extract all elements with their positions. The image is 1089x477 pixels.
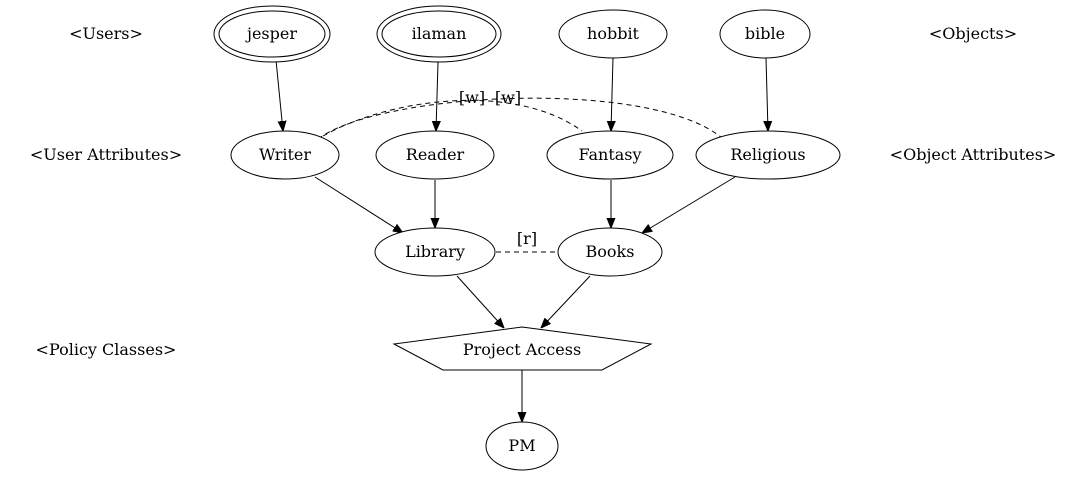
layer-label-policy-classes: <Policy Classes> bbox=[36, 340, 177, 359]
object-attribute-node-fantasy: Fantasy bbox=[546, 130, 674, 180]
object-node-hobbit: hobbit bbox=[558, 9, 668, 59]
user-node-jesper-label: jesper bbox=[245, 24, 297, 43]
edge-hobbit-fantasy bbox=[611, 57, 613, 131]
user-node-jesper: jesper bbox=[213, 5, 331, 63]
object-attribute-node-books: Books bbox=[557, 227, 663, 277]
edge-jesper-writer bbox=[275, 59, 283, 131]
edge-books-project-access bbox=[541, 275, 591, 328]
association-label-library-books: [r] bbox=[517, 229, 537, 248]
user-attribute-node-writer: Writer bbox=[230, 130, 340, 180]
association-label-writer-fantasy: [w] bbox=[495, 88, 521, 107]
layer-label-object-attributes: <Object Attributes> bbox=[890, 145, 1057, 164]
object-attribute-node-fantasy-label: Fantasy bbox=[578, 145, 641, 164]
association-edge-writer-fantasy bbox=[322, 100, 583, 137]
user-attribute-node-writer-label: Writer bbox=[259, 145, 311, 164]
object-node-bible-label: bible bbox=[745, 24, 785, 43]
user-node-ilaman: ilaman bbox=[376, 5, 502, 63]
object-attribute-node-books-label: Books bbox=[586, 242, 635, 261]
user-node-ilaman-label: ilaman bbox=[412, 24, 467, 43]
object-node-hobbit-label: hobbit bbox=[587, 24, 640, 43]
object-attribute-node-religious: Religious bbox=[695, 130, 841, 180]
pm-node-label: PM bbox=[508, 436, 535, 455]
edge-writer-library bbox=[314, 176, 403, 233]
object-attribute-node-religious-label: Religious bbox=[730, 145, 805, 164]
user-attribute-node-library: Library bbox=[374, 227, 496, 277]
layer-label-users: <Users> bbox=[69, 24, 143, 43]
user-attribute-node-reader-label: Reader bbox=[406, 145, 465, 164]
policy-class-node-project-access-label: Project Access bbox=[463, 340, 581, 359]
user-attribute-node-reader: Reader bbox=[375, 130, 495, 180]
pm-node: PM bbox=[485, 421, 559, 471]
layer-label-objects: <Objects> bbox=[929, 24, 1017, 43]
edge-ilaman-reader bbox=[436, 61, 438, 131]
object-node-bible: bible bbox=[719, 9, 811, 59]
association-edge-writer-religious bbox=[317, 97, 723, 140]
edge-bible-religious bbox=[766, 57, 768, 131]
layer-label-user-attributes: <User Attributes> bbox=[30, 145, 182, 164]
edge-library-project-access bbox=[456, 275, 504, 328]
user-attribute-node-library-label: Library bbox=[405, 242, 465, 261]
association-label-writer-religious: [w] bbox=[459, 88, 485, 107]
edge-religious-books bbox=[642, 176, 736, 233]
policy-class-node-project-access: Project Access bbox=[392, 326, 653, 371]
